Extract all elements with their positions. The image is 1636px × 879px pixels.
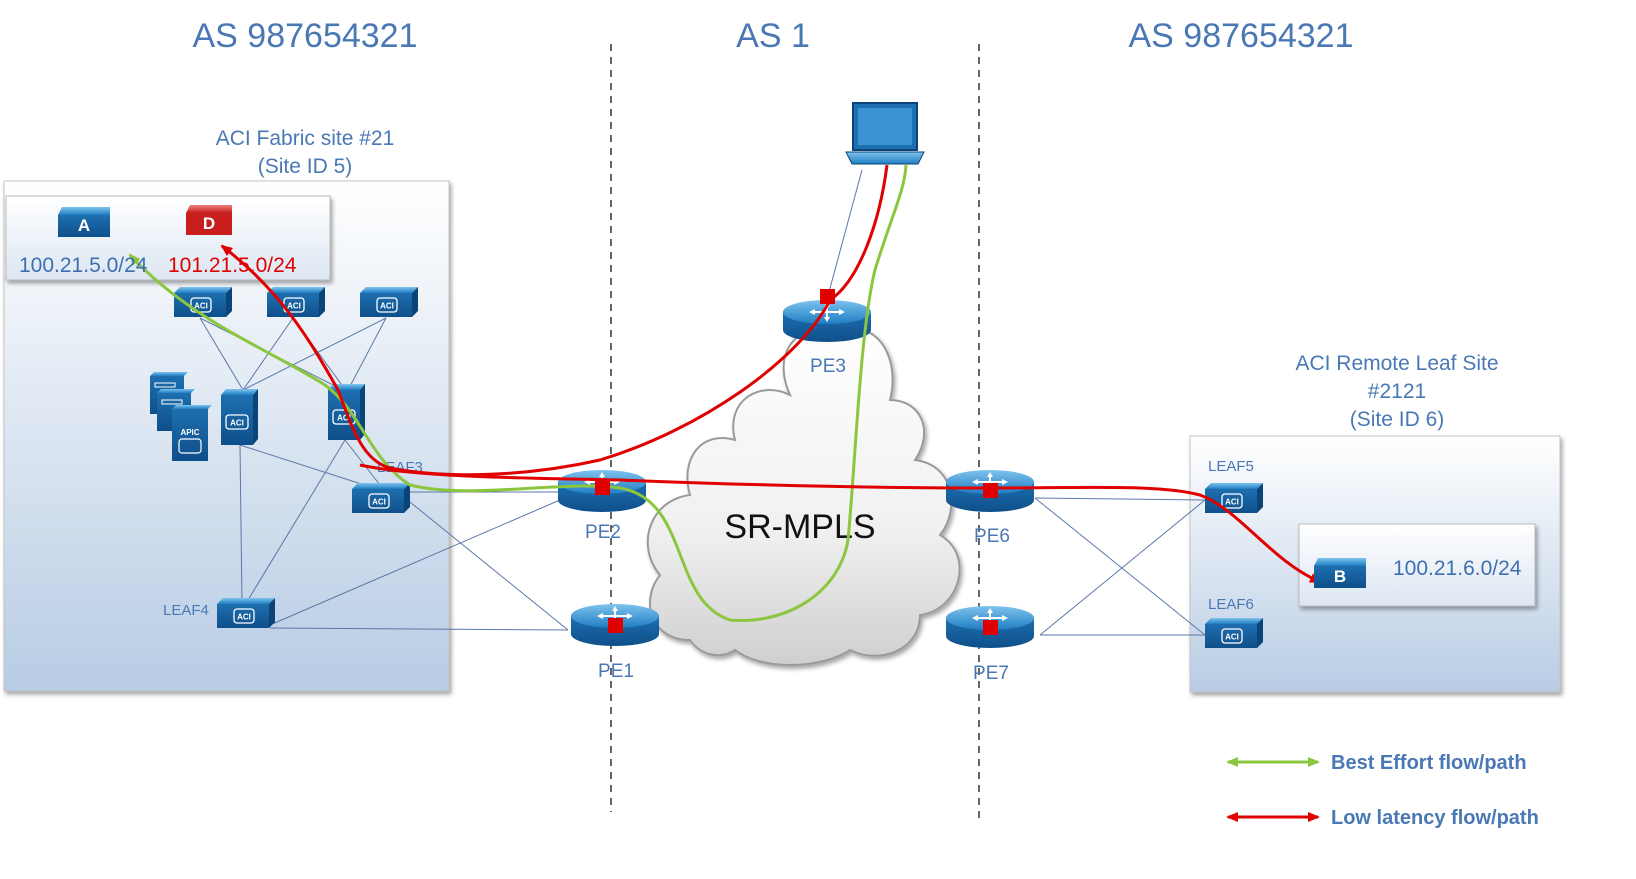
epg-b-label: B [1334, 567, 1346, 586]
prefix-b: 100.21.6.0/24 [1393, 557, 1522, 580]
site-right-number: #2121 [1368, 380, 1426, 403]
pe6-label: PE6 [974, 526, 1010, 547]
low-latency-path-remote [359, 463, 1322, 584]
site-left-title: ACI Fabric site #21 [216, 127, 395, 150]
pe1-label: PE1 [598, 661, 634, 682]
epg-box-right [1298, 523, 1536, 607]
topology-links [199, 169, 1206, 636]
prefix-d: 101.21.5.0/24 [168, 254, 297, 277]
site-right-subtitle: (Site ID 6) [1350, 408, 1445, 431]
epg-a-label: A [78, 216, 90, 235]
as-middle-title: AS 1 [736, 17, 810, 55]
leaf5-switch [1204, 482, 1264, 514]
legend-low-latency-label: Low latency flow/path [1331, 807, 1539, 829]
pe3-policy-marker [820, 289, 835, 304]
leaf6-label: LEAF6 [1208, 596, 1254, 613]
leaf4-label: LEAF4 [163, 602, 209, 619]
pe3-label: PE3 [810, 356, 846, 377]
as-right-title: AS 987654321 [1129, 17, 1354, 55]
as-left-title: AS 987654321 [193, 17, 418, 55]
pe2-policy-marker [595, 480, 610, 495]
sr-mpls-cloud [646, 327, 961, 666]
apic-label: APIC [180, 428, 199, 437]
legend-best-effort-label: Best Effort flow/path [1331, 752, 1527, 774]
leaf5-label: LEAF5 [1208, 458, 1254, 475]
prefix-a: 100.21.5.0/24 [19, 254, 148, 277]
site-left-subtitle: (Site ID 5) [258, 155, 353, 178]
pe7-label: PE7 [973, 663, 1009, 684]
leaf3-switch [351, 482, 411, 514]
leaf4-switch [216, 597, 276, 629]
pe2-label: PE2 [585, 522, 621, 543]
site-right-title: ACI Remote Leaf Site [1295, 352, 1498, 375]
epg-d-label: D [203, 214, 215, 233]
sr-mpls-label: SR-MPLS [724, 508, 875, 546]
apic-cluster: APIC [150, 372, 212, 461]
laptop-icon [845, 102, 925, 165]
pe6-policy-marker [983, 483, 998, 498]
pe1-policy-marker [608, 618, 623, 633]
leaf-switch-1 [220, 388, 259, 446]
pe7-policy-marker [983, 620, 998, 635]
leaf6-switch [1204, 617, 1264, 649]
spine-2 [266, 286, 326, 318]
epg-box-left [5, 195, 331, 281]
spine-3 [359, 286, 419, 318]
best-effort-path [128, 164, 908, 622]
legend: Best Effort flow/path Low latency flow/p… [1226, 752, 1539, 829]
